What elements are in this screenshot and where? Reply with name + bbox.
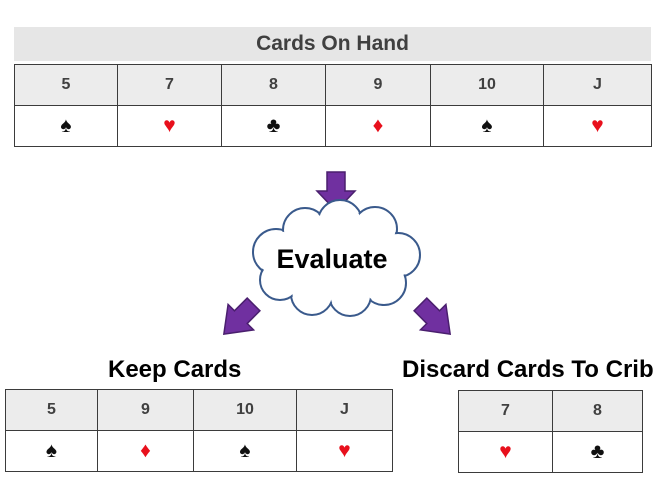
keep-cards-label: Keep Cards <box>108 356 242 383</box>
heart-icon: ♥ <box>296 430 393 472</box>
diamond-icon: ♦ <box>97 430 194 472</box>
discard-rank-row: 7 8 <box>458 390 643 432</box>
down-right-arrow-icon <box>413 297 452 336</box>
card-rank: 7 <box>117 64 222 106</box>
card-rank: 8 <box>552 390 643 432</box>
spade-icon: ♠ <box>193 430 297 472</box>
discard-cards-label: Discard Cards To Crib <box>402 356 654 383</box>
keep-suit-row: ♠ ♦ ♠ ♥ <box>5 430 393 472</box>
card-rank: 7 <box>458 390 553 432</box>
keep-table: 5 9 10 J ♠ ♦ ♠ ♥ <box>5 389 393 472</box>
down-left-arrow-icon <box>222 297 261 336</box>
card-rank: J <box>296 389 393 431</box>
hand-rank-row: 5 7 8 9 10 J <box>14 64 652 106</box>
heart-icon: ♥ <box>117 105 222 147</box>
card-rank: 5 <box>14 64 118 106</box>
club-icon: ♣ <box>221 105 326 147</box>
card-rank: 10 <box>193 389 297 431</box>
card-rank: J <box>543 64 652 106</box>
spade-icon: ♠ <box>14 105 118 147</box>
hand-suit-row: ♠ ♥ ♣ ♦ ♠ ♥ <box>14 105 652 147</box>
spade-icon: ♠ <box>5 430 98 472</box>
card-rank: 9 <box>325 64 431 106</box>
heart-icon: ♥ <box>458 431 553 473</box>
card-rank: 5 <box>5 389 98 431</box>
discard-table: 7 8 ♥ ♣ <box>458 390 643 473</box>
hand-table: 5 7 8 9 10 J ♠ ♥ ♣ ♦ ♠ ♥ <box>14 64 652 147</box>
card-rank: 8 <box>221 64 326 106</box>
club-icon: ♣ <box>552 431 643 473</box>
diamond-icon: ♦ <box>325 105 431 147</box>
keep-rank-row: 5 9 10 J <box>5 389 393 431</box>
card-rank: 9 <box>97 389 194 431</box>
discard-suit-row: ♥ ♣ <box>458 431 643 473</box>
evaluate-label: Evaluate <box>276 244 388 274</box>
heart-icon: ♥ <box>543 105 652 147</box>
spade-icon: ♠ <box>430 105 544 147</box>
hand-title: Cards On Hand <box>14 27 651 61</box>
